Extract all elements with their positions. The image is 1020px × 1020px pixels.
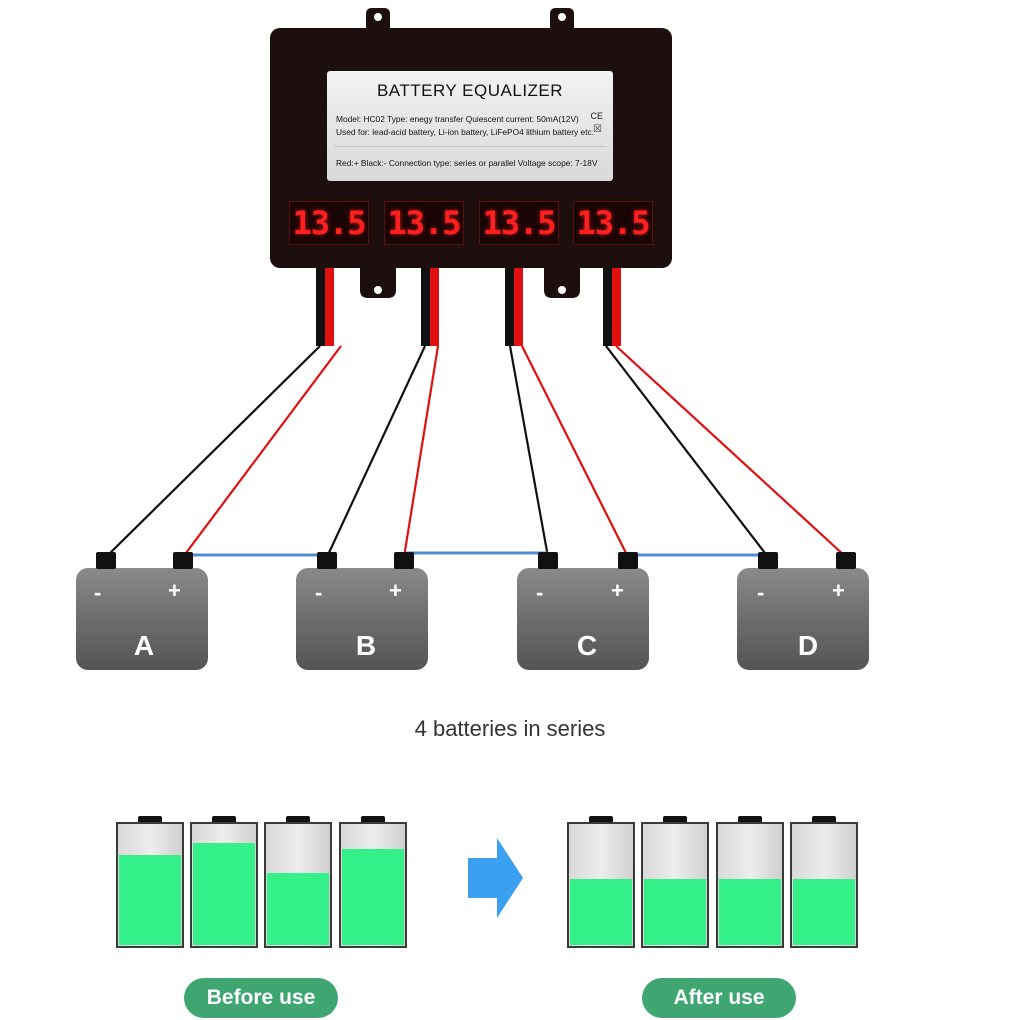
before-cell-1-charge	[119, 855, 181, 945]
before-cell-4-charge	[342, 849, 404, 945]
spec-line-model: Model: HC02 Type: enegy transfer Quiesce…	[336, 114, 579, 124]
battery-b-letter: B	[355, 630, 377, 661]
wire-a-black	[105, 345, 321, 558]
spec-line-usage: Used for: lead-acid battery, Li-ion batt…	[336, 127, 595, 137]
after-use-badge: After use	[642, 978, 796, 1018]
equalizer-label-plate: BATTERY EQUALIZER Model: HC02 Type: eneg…	[327, 71, 613, 181]
voltage-display-a: 13.5	[289, 201, 369, 245]
wire-c-red	[521, 345, 629, 558]
spec-line-connection: Red:+ Black:- Connection type: series or…	[336, 158, 598, 168]
plate-divider	[334, 146, 606, 147]
wire-stubs	[316, 268, 621, 346]
battery-a	[76, 552, 208, 670]
battery-a-plus-terminal	[173, 552, 193, 569]
battery-c-plus-terminal	[618, 552, 638, 569]
battery-d-letter: D	[797, 630, 819, 661]
battery-a-letter: A	[133, 630, 155, 661]
equalizer-title: BATTERY EQUALIZER	[376, 81, 564, 100]
battery-b	[296, 552, 428, 670]
voltage-display-d: 13.5	[573, 201, 653, 245]
before-cell-2-charge	[193, 843, 255, 945]
battery-a-minus-terminal	[96, 552, 116, 569]
battery-c-plus-label: +	[611, 578, 624, 603]
battery-b-minus-terminal	[317, 552, 337, 569]
wire-d-black	[605, 345, 769, 558]
battery-c-letter: C	[576, 630, 598, 661]
after-cells-group	[567, 816, 858, 948]
battery-d-plus-label: +	[832, 578, 845, 603]
after-cell-3-charge	[719, 879, 781, 945]
mount-tab-bottom-left	[360, 266, 396, 298]
battery-b-minus-label: -	[315, 580, 323, 605]
voltage-display-c: 13.5	[479, 201, 559, 245]
battery-b-plus-label: +	[389, 578, 402, 603]
recycle-bin-icon: ☒	[593, 124, 602, 135]
battery-c	[517, 552, 649, 670]
ce-mark: CE	[590, 111, 603, 121]
battery-c-minus-label: -	[536, 580, 544, 605]
wire-b-red	[402, 345, 440, 558]
battery-a-plus-label: +	[168, 578, 181, 603]
wire-d-red	[615, 345, 847, 558]
battery-c-minus-terminal	[538, 552, 558, 569]
battery-d-minus-label: -	[757, 580, 765, 605]
series-links	[183, 551, 768, 557]
battery-a-minus-label: -	[94, 580, 102, 605]
wire-c-black	[508, 345, 550, 558]
battery-d	[737, 552, 869, 670]
connection-wires	[105, 345, 847, 558]
mount-tab-top-right	[550, 8, 574, 30]
after-cell-4-charge	[793, 879, 855, 945]
battery-d-minus-terminal	[758, 552, 778, 569]
wire-a-red	[182, 345, 342, 558]
battery-d-plus-terminal	[836, 552, 856, 569]
after-cell-1-charge	[570, 879, 632, 945]
voltage-display-b: 13.5	[384, 201, 464, 245]
diagram-caption: 4 batteries in series	[414, 716, 606, 741]
before-use-badge: Before use	[184, 978, 338, 1018]
before-cells-group	[116, 816, 407, 948]
battery-b-plus-terminal	[394, 552, 414, 569]
after-cell-2-charge	[644, 879, 706, 945]
right-arrow-icon	[468, 838, 523, 918]
mount-tab-top-left	[366, 8, 390, 30]
wire-b-black	[326, 345, 426, 558]
before-cell-3-charge	[267, 873, 329, 945]
mount-tab-bottom-right	[544, 266, 580, 298]
